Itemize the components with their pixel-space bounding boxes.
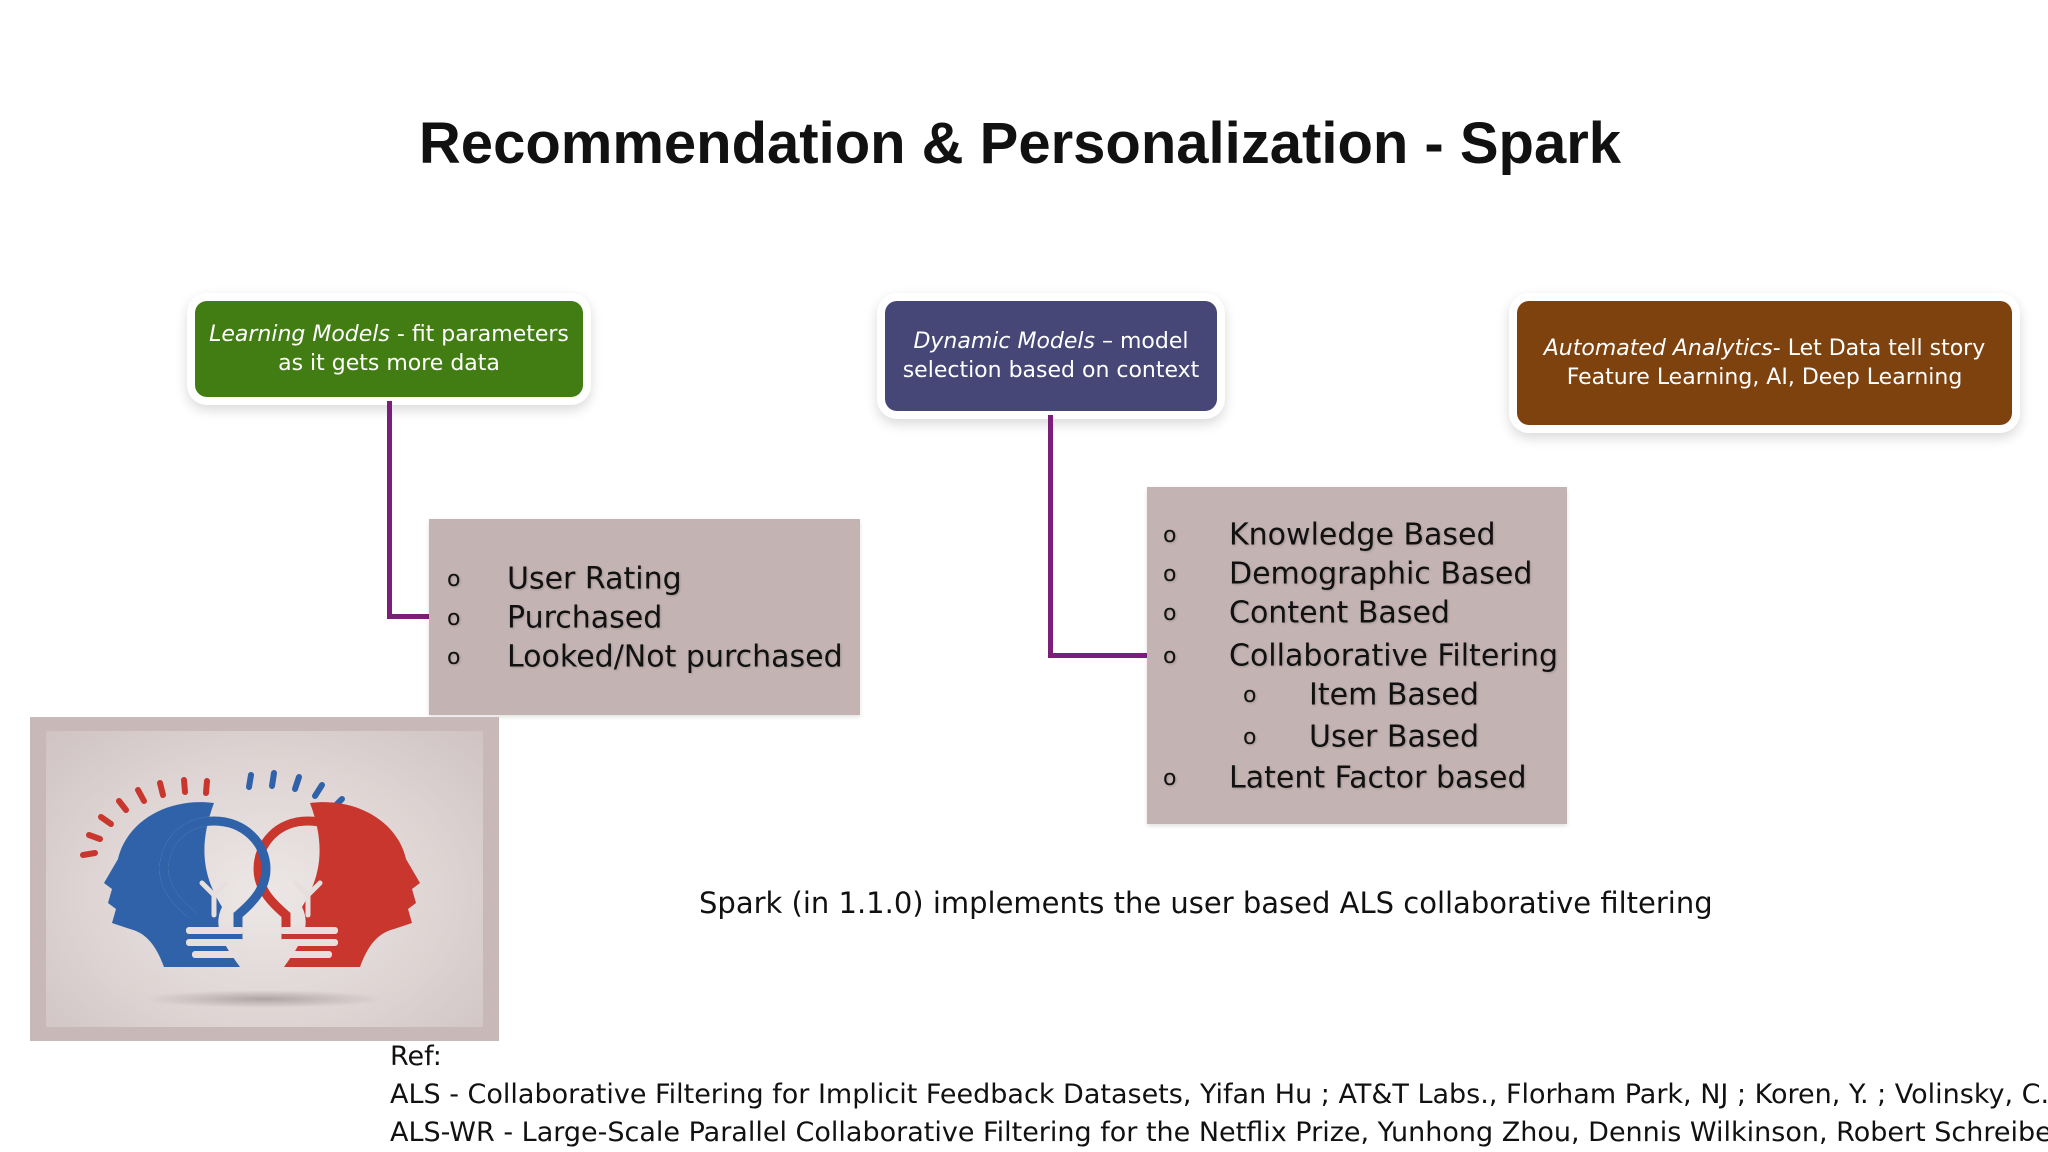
illustration-frame	[30, 717, 499, 1041]
bullet-circle-icon: o	[447, 644, 461, 670]
left-connector-vertical	[387, 401, 392, 619]
dynamic-models-rest: – model	[1095, 329, 1189, 354]
bullet-circle-icon: o	[1163, 522, 1177, 548]
dynamic-models-box: Dynamic Models – model selection based o…	[885, 301, 1217, 411]
bullet-circle-icon: o	[447, 605, 461, 631]
dynamic-models-title: Dynamic Models	[913, 329, 1096, 354]
learning-models-line2: as it gets more data	[278, 351, 500, 376]
heads-illustration	[80, 770, 420, 1008]
left-connector-horizontal	[387, 614, 431, 619]
automated-analytics-rest: - Let Data tell story	[1772, 336, 1986, 361]
learning-models-line1: Learning Models - fit parameters	[209, 320, 569, 349]
two-heads-lightbulb-icon	[46, 731, 483, 1027]
bullet-circle-icon: o	[1243, 724, 1257, 750]
learning-models-box: Learning Models - fit parameters as it g…	[195, 301, 583, 397]
bullet-circle-icon: o	[447, 566, 461, 592]
bullet-circle-icon: o	[1243, 682, 1257, 708]
reference-line: ALS-WR - Large-Scale Parallel Collaborat…	[390, 1117, 2048, 1148]
dynamic-models-line1: Dynamic Models – model	[913, 327, 1188, 356]
automated-analytics-line2: Feature Learning, AI, Deep Learning	[1566, 365, 1963, 390]
bullet-circle-icon: o	[1163, 600, 1177, 626]
bullet-circle-icon: o	[1163, 643, 1177, 669]
references: Ref: ALS - Collaborative Filtering for I…	[390, 1038, 2048, 1152]
bullet-circle-icon: o	[1163, 561, 1177, 587]
right-connector-horizontal	[1048, 653, 1149, 658]
references-label: Ref:	[390, 1041, 442, 1072]
learning-models-rest: - fit parameters	[389, 322, 569, 347]
automated-analytics-title: Automated Analytics	[1543, 336, 1773, 361]
learning-models-title: Learning Models	[209, 322, 390, 347]
reference-line: ALS - Collaborative Filtering for Implic…	[390, 1079, 2048, 1110]
automated-analytics-box: Automated Analytics- Let Data tell story…	[1517, 301, 2012, 425]
automated-analytics-line1: Automated Analytics- Let Data tell story	[1544, 334, 1986, 363]
bullet-circle-icon: o	[1163, 765, 1177, 791]
slide-title: Recommendation & Personalization - Spark	[418, 111, 1622, 176]
spark-note: Spark (in 1.1.0) implements the user bas…	[699, 886, 1713, 920]
right-connector-vertical	[1048, 415, 1053, 658]
dynamic-models-line2: selection based on context	[902, 358, 1200, 383]
